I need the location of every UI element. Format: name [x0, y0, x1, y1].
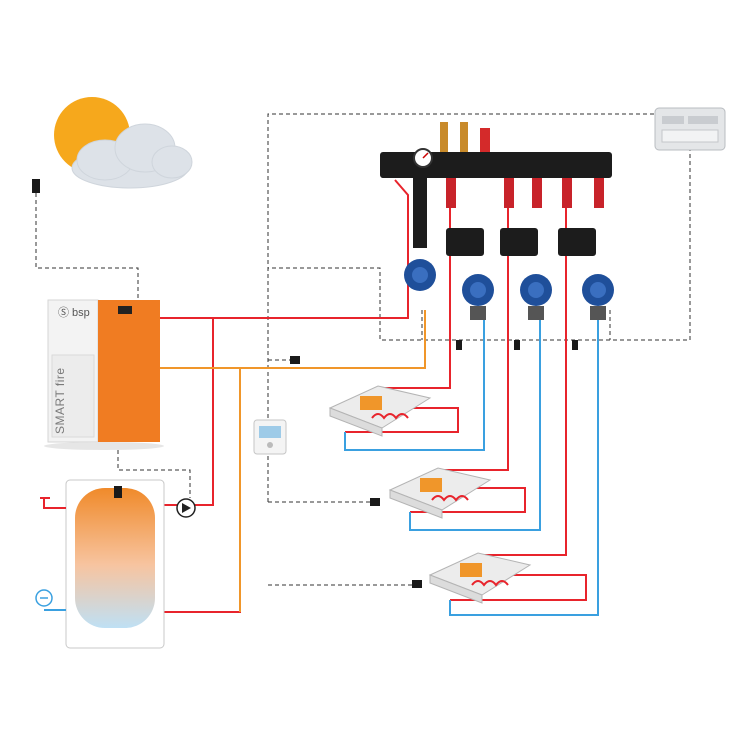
pump-icon: [462, 274, 494, 306]
pellet-boiler: Ⓢ bsp SMART fire: [44, 299, 164, 450]
mixing-pumps: [404, 178, 614, 320]
outdoor-sensor: [32, 179, 40, 193]
floor-heating-zone: [388, 467, 492, 519]
pump-icon: [404, 259, 436, 291]
temperature-sensor: [290, 340, 578, 588]
hot-water-tank: [35, 479, 165, 649]
pump-icon: [582, 274, 614, 306]
air-vent-icon: [440, 122, 448, 152]
boiler-model-label: SMART fire: [53, 367, 67, 434]
boiler-brand-label: Ⓢ bsp: [58, 306, 90, 319]
weather-icon: [54, 97, 193, 189]
air-vent-icon: [460, 122, 468, 152]
room-thermostat: [253, 419, 287, 455]
cloud-icon: [71, 123, 193, 189]
safety-valve-icon: [480, 128, 490, 152]
signal-wiring: [35, 113, 691, 586]
pump-icon: [520, 274, 552, 306]
boiler-return-pipes: [160, 310, 426, 612]
controller-module: [654, 107, 726, 151]
floor-heating-zone: [328, 385, 432, 437]
floor-heating-zone: [428, 552, 532, 604]
manifold: [380, 122, 612, 248]
return-pipes: [344, 320, 599, 616]
circulation-pump-icon: [176, 498, 196, 518]
